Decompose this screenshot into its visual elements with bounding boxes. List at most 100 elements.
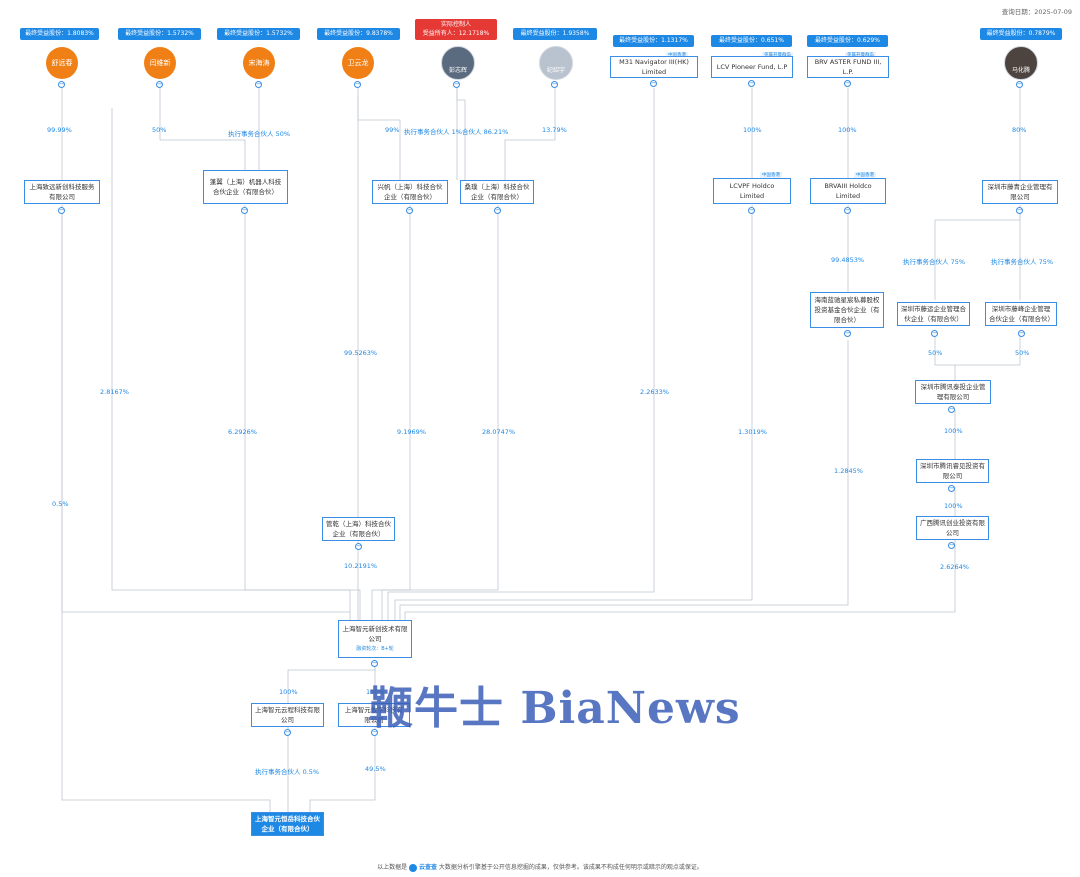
collapse-toggle-brv[interactable]: − bbox=[844, 79, 851, 87]
collapse-toggle-ji[interactable]: − bbox=[551, 80, 558, 88]
pct-shujie-bottom: 49.5% bbox=[365, 765, 386, 773]
pct-target-shujie: 100% bbox=[366, 688, 385, 696]
entity-guanji[interactable]: 管乾（上海）科技合伙企业（有限合伙） bbox=[322, 517, 395, 541]
entity-zhiyuan-xinchuang[interactable]: 上海致远新创科技服务有限公司 bbox=[24, 180, 100, 204]
entity-zhiyuan-shujie[interactable]: 上海智元数字科技有限公司 bbox=[338, 703, 410, 727]
collapse-toggle-guangxi[interactable]: − bbox=[948, 541, 955, 549]
collapse-toggle-zyxc[interactable]: − bbox=[58, 206, 65, 214]
person-wei-yunlong[interactable]: 卫云龙 bbox=[342, 47, 374, 79]
entity-target-company[interactable]: 上海智元新创技术有限公司 融资轮次：B+轮 bbox=[338, 620, 412, 658]
collapse-toggle-hainan[interactable]: − bbox=[844, 329, 851, 337]
benefit-badge-brv: 最终受益股份：0.629% bbox=[807, 35, 888, 47]
entity-xingfan[interactable]: 兴帆（上海）科技合伙企业（有限合伙） bbox=[372, 180, 448, 204]
region-tag-brvaiii: 中国香港 bbox=[854, 172, 876, 179]
collapse-toggle-ruixuan[interactable]: − bbox=[948, 484, 955, 492]
person-peng-zhihui-avatar[interactable]: 彭志辉 bbox=[441, 46, 475, 80]
entity-lcv-pioneer[interactable]: LCV Pioneer Fund, L.P bbox=[711, 56, 793, 78]
collapse-toggle-brvaiii[interactable]: − bbox=[844, 206, 851, 214]
pct-ruixuan-guangxi: 100% bbox=[944, 502, 963, 510]
entity-jiyi[interactable]: 蓬翼（上海）机器人科技合伙企业（有限合伙） bbox=[203, 170, 288, 204]
benefit-badge-shu: 最终受益股份：1.8083% bbox=[20, 28, 99, 40]
pct-lcvpf-target: 1.3019% bbox=[738, 428, 767, 436]
collapse-toggle-lcvpf[interactable]: − bbox=[748, 206, 755, 214]
footer-text: 大数据分析引擎基于公开信息挖掘的成果，仅供参考。该成果不构成任何明示或暗示的观点… bbox=[438, 864, 703, 871]
footer-prefix: 以上数据是 bbox=[377, 864, 408, 871]
person-song-haitao[interactable]: 宋海涛 bbox=[243, 47, 275, 79]
benefit-badge-m31: 最终受益股份：1.1317% bbox=[613, 35, 694, 47]
pct-wei-guanji: 99.5263% bbox=[344, 349, 378, 357]
collapse-toggle-song[interactable]: − bbox=[255, 80, 262, 88]
pct-sangpu-target: 28.0747% bbox=[482, 428, 516, 436]
region-tag-brv: 英属开曼群岛 bbox=[845, 52, 876, 59]
benefit-badge-lcv: 最终受益股份：0.651% bbox=[711, 35, 792, 47]
collapse-toggle-target[interactable]: − bbox=[371, 659, 378, 667]
collapse-toggle-tengxun-tai[interactable]: − bbox=[948, 405, 955, 413]
collapse-toggle-tengfeng[interactable]: − bbox=[1018, 329, 1025, 337]
person-ma-huateng-name: 马化腾 bbox=[1011, 67, 1030, 74]
pct-tengyun-tai-2: 50% bbox=[1015, 349, 1030, 357]
collapse-toggle-lcv[interactable]: − bbox=[748, 79, 755, 87]
collapse-toggle-tengqing[interactable]: − bbox=[1016, 206, 1023, 214]
entity-hainan-lanchi[interactable]: 海南蓝驰星宸私募股权投资基金合伙企业（有限合伙） bbox=[810, 292, 884, 328]
collapse-toggle-peng[interactable]: − bbox=[453, 80, 460, 88]
person-shu-yuanchun[interactable]: 舒远春 bbox=[46, 47, 78, 79]
collapse-toggle-shujie[interactable]: − bbox=[371, 728, 378, 736]
pct-guangxi-target: 2.6264% bbox=[940, 563, 969, 571]
collapse-toggle-yuncheng[interactable]: − bbox=[284, 728, 291, 736]
region-tag-lcv: 英属开曼群岛 bbox=[762, 52, 793, 59]
benefit-badge-wei: 最终受益股份：9.8378% bbox=[317, 28, 400, 40]
yunchacha-logo-icon bbox=[409, 863, 418, 872]
entity-tengfeng[interactable]: 深圳市藤峰企业管理合伙企业（有限合伙） bbox=[985, 302, 1057, 326]
person-ji-shaoyu-name: 纪绍宇 bbox=[546, 67, 565, 74]
benefit-badge-ji: 最终受益股份：1.9358% bbox=[513, 28, 597, 40]
beneficial-owner-label: 受益所有人：12.1718% bbox=[422, 30, 490, 37]
benefit-badge-ma: 最终受益股份：0.7879% bbox=[980, 28, 1062, 40]
pct-tengyun-1: 执行事务合伙人 75% bbox=[903, 258, 966, 266]
pct-lcv: 100% bbox=[743, 126, 762, 134]
actual-controller-label: 实际控制人 bbox=[440, 21, 471, 28]
pct-song: 执行事务合伙人 50% bbox=[228, 130, 291, 138]
pct-tengyun-tai-1: 50% bbox=[928, 349, 943, 357]
pct-jiyi-target: 6.2926% bbox=[228, 428, 257, 436]
query-date: 查询日期：2025-07-09 bbox=[1001, 8, 1072, 16]
pct-yan: 50% bbox=[152, 126, 167, 134]
entity-brv-aster[interactable]: BRV ASTER FUND III, L.P. bbox=[807, 56, 889, 78]
collapse-toggle-jiyi[interactable]: − bbox=[241, 206, 248, 214]
entity-tengxun-tai[interactable]: 深圳市腾讯泰投企业管理有限公司 bbox=[915, 380, 991, 404]
collapse-toggle-m31[interactable]: − bbox=[650, 79, 657, 87]
pct-peng-sp: 合伙人 86.21% bbox=[462, 128, 509, 136]
collapse-toggle-guanji[interactable]: − bbox=[355, 542, 362, 550]
pct-tai-ruixuan: 100% bbox=[944, 427, 963, 435]
pct-yuncheng-bottom: 执行事务合伙人 0.5% bbox=[255, 768, 320, 776]
entity-zhiyuan-yuncheng[interactable]: 上海智元云程科技有限公司 bbox=[251, 703, 324, 727]
pct-ji: 13.79% bbox=[542, 126, 567, 134]
collapse-toggle-ma[interactable]: − bbox=[1016, 80, 1023, 88]
person-ji-shaoyu-avatar[interactable]: 纪绍宇 bbox=[539, 46, 573, 80]
pct-guanji-target: 10.2191% bbox=[344, 562, 378, 570]
benefit-badge-yan: 最终受益股份：1.5732% bbox=[118, 28, 201, 40]
person-yan-weixin[interactable]: 闫维新 bbox=[144, 47, 176, 79]
entity-brvaiii-holdco[interactable]: BRVAIII Holdco Limited bbox=[810, 178, 886, 204]
entity-sangpu[interactable]: 桑璞（上海）科技合伙企业（有限合伙） bbox=[460, 180, 534, 204]
entity-zhiyuan-hengyue[interactable]: 上海智元恒岳科技合伙企业（有限合伙） bbox=[251, 812, 324, 836]
pct-ma: 80% bbox=[1012, 126, 1027, 134]
entity-tengyun[interactable]: 深圳市藤运企业管理合伙企业（有限合伙） bbox=[897, 302, 970, 326]
pct-xingfan-target: 9.1969% bbox=[397, 428, 426, 436]
entity-tengxun-ruixuan[interactable]: 深圳市腾讯睿见投资有限公司 bbox=[916, 459, 989, 483]
collapse-toggle-yan[interactable]: − bbox=[156, 80, 163, 88]
entity-guangxi-tengxun[interactable]: 广西腾讯创业投资有限公司 bbox=[916, 516, 989, 540]
collapse-toggle-tengyun[interactable]: − bbox=[931, 329, 938, 337]
collapse-toggle-sangpu[interactable]: − bbox=[494, 206, 501, 214]
region-tag-lcvpf: 中国香港 bbox=[760, 172, 782, 179]
collapse-toggle-xingfan[interactable]: − bbox=[406, 206, 413, 214]
entity-tengqing-mgmt[interactable]: 深圳市藤青企业管理有限公司 bbox=[982, 180, 1058, 204]
region-tag-m31: 中国香港 bbox=[666, 52, 688, 59]
entity-lcvpf-holdco[interactable]: LCVPF Holdco Limited bbox=[713, 178, 791, 204]
person-ma-huateng-avatar[interactable]: 马化腾 bbox=[1004, 46, 1038, 80]
actual-controller-badge: 实际控制人 受益所有人：12.1718% bbox=[415, 19, 497, 40]
pct-zyxc-target: 2.8167% bbox=[100, 388, 129, 396]
entity-m31[interactable]: M31 Navigator III(HK) Limited bbox=[610, 56, 698, 78]
collapse-toggle-wei[interactable]: − bbox=[354, 80, 361, 88]
collapse-toggle-shu[interactable]: − bbox=[58, 80, 65, 88]
